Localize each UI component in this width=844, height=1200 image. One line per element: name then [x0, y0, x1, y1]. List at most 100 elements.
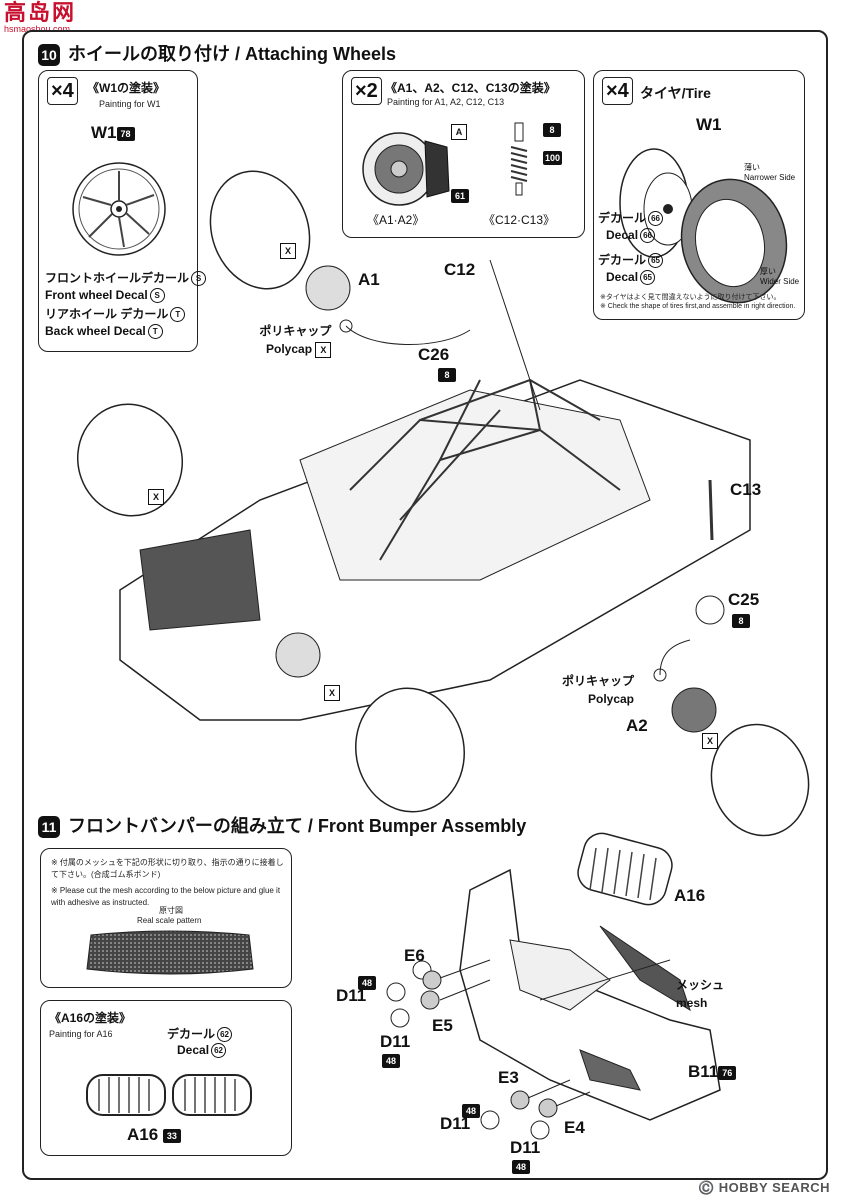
label-e4: E4 — [564, 1118, 585, 1137]
label-d11-a: D11 — [336, 986, 367, 1005]
x-mark-icon: X — [324, 684, 340, 701]
decal-number: 65 — [640, 270, 656, 286]
label-c13: C13 — [730, 480, 762, 499]
label-c12: C12 — [444, 260, 476, 279]
box-a1-c13-painting: ×2 《A1、A2、C12、C13の塗装》 Painting for A1, A… — [342, 70, 585, 238]
watermark-url: hsmaoshou.com — [4, 24, 71, 34]
step10-title: ホイールの取り付け / Attaching Wheels — [68, 44, 397, 64]
multiplier-badge: ×4 — [602, 77, 633, 105]
decal-code: S — [191, 271, 207, 287]
car-chassis-drawing — [76, 170, 810, 837]
mesh-pattern-drawing — [86, 930, 254, 975]
box-title: 《A1、A2、C12、C13の塗装》 — [385, 81, 556, 95]
box-subtitle: Painting for A1, A2, C12, C13 — [387, 97, 505, 107]
watermark-logo: 高岛网 — [4, 0, 77, 25]
color-number-48: 48 — [512, 1159, 530, 1174]
caption-a1-a2: 《A1·A2》 — [367, 213, 425, 227]
decal-code: S — [149, 288, 165, 304]
caption-c12-c13: 《C12·C13》 — [483, 213, 556, 227]
mesh-note: ※ 付属のメッシュを下記の形状に切り取り、指示の通りに接着して下さい。(合成ゴム… — [51, 858, 284, 907]
watermark-hobby-search: ©️ HOBBY SEARCH — [697, 1180, 830, 1195]
label-d11-c: D11 — [440, 1114, 471, 1133]
scale-caption: 原寸図 — [159, 906, 183, 915]
brake-disc-drawing — [362, 132, 450, 206]
decal-number: 62 — [217, 1027, 233, 1043]
step11-number: 11 — [38, 816, 60, 839]
step11-title: フロントバンパーの組み立て / Front Bumper Assembly — [68, 816, 527, 836]
part-code-a: A — [451, 123, 467, 140]
shock-absorber-drawing — [510, 122, 528, 196]
multiplier-badge: ×2 — [351, 77, 382, 105]
box-title: 《A16の塗装》 — [49, 1011, 132, 1025]
label-e6: E6 — [404, 946, 425, 965]
box-subtitle: Painting for W1 — [99, 99, 161, 109]
label-d11-d: D11 — [510, 1138, 541, 1157]
x-mark-icon: X — [315, 341, 332, 358]
label-a1: A1 — [358, 270, 380, 289]
kidney-grille-drawing — [86, 1074, 252, 1116]
scale-caption-en: Real scale pattern — [137, 916, 202, 925]
color-number-8: 8 — [543, 122, 561, 137]
color-number-c25: 8 — [732, 613, 750, 628]
color-number-48: 48 — [462, 1103, 480, 1118]
label-c25: C25 — [728, 590, 760, 609]
box-subtitle: Painting for A16 — [49, 1029, 113, 1039]
decal-code: T — [170, 307, 186, 323]
wheel-w1-drawing — [72, 162, 166, 256]
step11-heading: 11 フロントバンパーの組み立て / Front Bumper Assembly — [38, 814, 527, 839]
x-mark-icon: X — [702, 732, 718, 749]
box-title: タイヤ/Tire — [640, 85, 711, 101]
decal-number: 66 — [648, 211, 664, 227]
color-number: 78 — [116, 126, 135, 141]
label-d11-b: D11 — [380, 1032, 411, 1051]
multiplier-badge: ×4 — [47, 77, 78, 105]
polycap-label-2: ポリキャップ Polycap — [562, 674, 635, 706]
part-name: W1 — [91, 123, 117, 142]
box-title: 《W1の塗装》 — [87, 81, 166, 95]
color-number-c26: 8 — [438, 367, 456, 382]
label-a16: A16 — [674, 886, 706, 905]
step10-number: 10 — [38, 44, 60, 67]
decal-number: 62 — [211, 1043, 227, 1059]
color-number: 76 — [718, 1065, 737, 1080]
label-c26: C26 — [418, 345, 450, 364]
instruction-frame — [22, 30, 828, 1180]
step10-heading: 10 ホイールの取り付け / Attaching Wheels — [38, 42, 397, 67]
color-number: 33 — [162, 1128, 181, 1143]
x-mark-icon: X — [148, 488, 164, 505]
tire-note: ※タイヤはよく見て間違えないように取り付けて下さい。※ Check the sh… — [600, 294, 796, 310]
polycap-label-1: ポリキャップ Polycap X — [259, 324, 332, 358]
part-label-w1: W1 — [696, 115, 722, 134]
tire-assembly-drawing — [619, 148, 788, 304]
decal-number: 66 — [640, 228, 656, 244]
label-a2: A2 — [626, 716, 648, 735]
decal-code: T — [147, 324, 163, 340]
x-mark-icon: X — [280, 242, 296, 259]
front-bumper-drawing — [386, 832, 721, 1140]
color-number-61: 61 — [451, 188, 469, 203]
mesh-pattern-box: ※ 付属のメッシュを下記の形状に切り取り、指示の通りに接着して下さい。(合成ゴム… — [40, 848, 292, 988]
part-label-a16: A16 33 — [127, 1125, 181, 1145]
label-e3: E3 — [498, 1068, 519, 1087]
decal-number: 65 — [648, 253, 664, 269]
label-e5: E5 — [432, 1016, 453, 1035]
color-number-48: 48 — [382, 1053, 400, 1068]
color-number-48: 48 — [358, 975, 376, 990]
